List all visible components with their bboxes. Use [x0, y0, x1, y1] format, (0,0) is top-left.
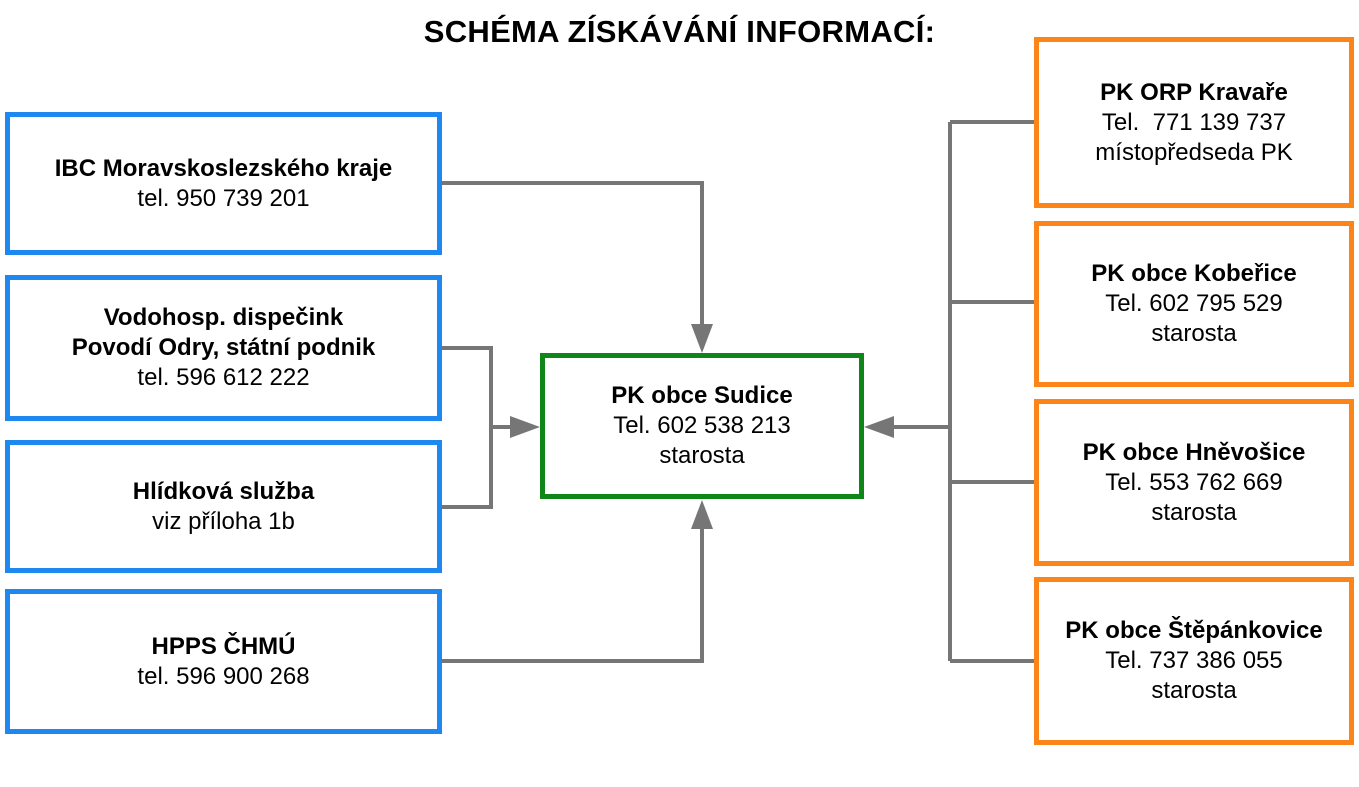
box-pk-obce-hnevosice: PK obce Hněvošice Tel. 553 762 669 staro… — [1034, 399, 1354, 566]
diagram-title: SCHÉMA ZÍSKÁVÁNÍ INFORMACÍ: — [423, 14, 936, 49]
hnevosice-name: PK obce Hněvošice — [1082, 438, 1306, 466]
center-name: PK obce Sudice — [611, 382, 793, 409]
stepankovice-name: PK obce Štěpánkovice — [1065, 617, 1323, 644]
hnevosice-role: starosta — [1151, 498, 1237, 526]
box-hlidkova-sluzba: Hlídková služba viz příloha 1b — [5, 440, 442, 573]
box-ibc-moravskoslezsky-kraj: IBC Moravskoslezského kraje tel. 950 739… — [5, 112, 442, 255]
box-pk-orp-kravare: PK ORP Kravaře Tel. 771 139 737 místopře… — [1034, 37, 1354, 208]
connector-ibc — [442, 181, 704, 328]
arrow-left — [510, 416, 540, 438]
ibc-phone: tel. 950 739 201 — [137, 184, 310, 212]
hnevosice-phone: Tel. 553 762 669 — [1105, 468, 1283, 496]
arrow-bottom — [691, 500, 713, 529]
koberice-phone: Tel. 602 795 529 — [1105, 290, 1283, 317]
hlidkova-name: Hlídková služba — [132, 477, 315, 505]
box-vodohosp-dispecink: Vodohosp. dispečink Povodí Odry, státní … — [5, 275, 442, 421]
box-pk-obce-stepankovice: PK obce Štěpánkovice Tel. 737 386 055 st… — [1034, 577, 1354, 745]
center-phone: Tel. 602 538 213 — [613, 412, 791, 439]
arrow-top — [691, 324, 713, 353]
box-hpps-chmu: HPPS ČHMÚ tel. 596 900 268 — [5, 589, 442, 734]
ibc-name: IBC Moravskoslezského kraje — [54, 154, 393, 182]
box-pk-obce-koberice: PK obce Kobeřice Tel. 602 795 529 staros… — [1034, 221, 1354, 387]
kravare-name: PK ORP Kravaře — [1100, 78, 1288, 106]
kravare-role: místopředseda PK — [1095, 138, 1293, 166]
stepankovice-role: starosta — [1151, 677, 1237, 704]
connector-hpps — [442, 525, 704, 663]
center-role: starosta — [659, 442, 745, 469]
hpps-phone: tel. 596 900 268 — [137, 662, 310, 690]
box-pk-obce-sudice: PK obce Sudice Tel. 602 538 213 starosta — [540, 353, 864, 499]
kravare-phone: Tel. 771 139 737 — [1101, 108, 1287, 136]
hpps-name: HPPS ČHMÚ — [151, 632, 296, 660]
vodohosp-name-line1: Vodohosp. dispečink — [103, 304, 344, 331]
connector-vodohosp — [442, 346, 493, 509]
hlidkova-note: viz příloha 1b — [152, 507, 295, 535]
arrow-right — [864, 416, 894, 438]
vodohosp-phone: tel. 596 612 222 — [137, 364, 310, 391]
koberice-name: PK obce Kobeřice — [1091, 260, 1297, 287]
koberice-role: starosta — [1151, 320, 1237, 347]
vodohosp-name-line2: Povodí Odry, státní podnik — [71, 334, 376, 361]
stepankovice-phone: Tel. 737 386 055 — [1105, 647, 1283, 674]
